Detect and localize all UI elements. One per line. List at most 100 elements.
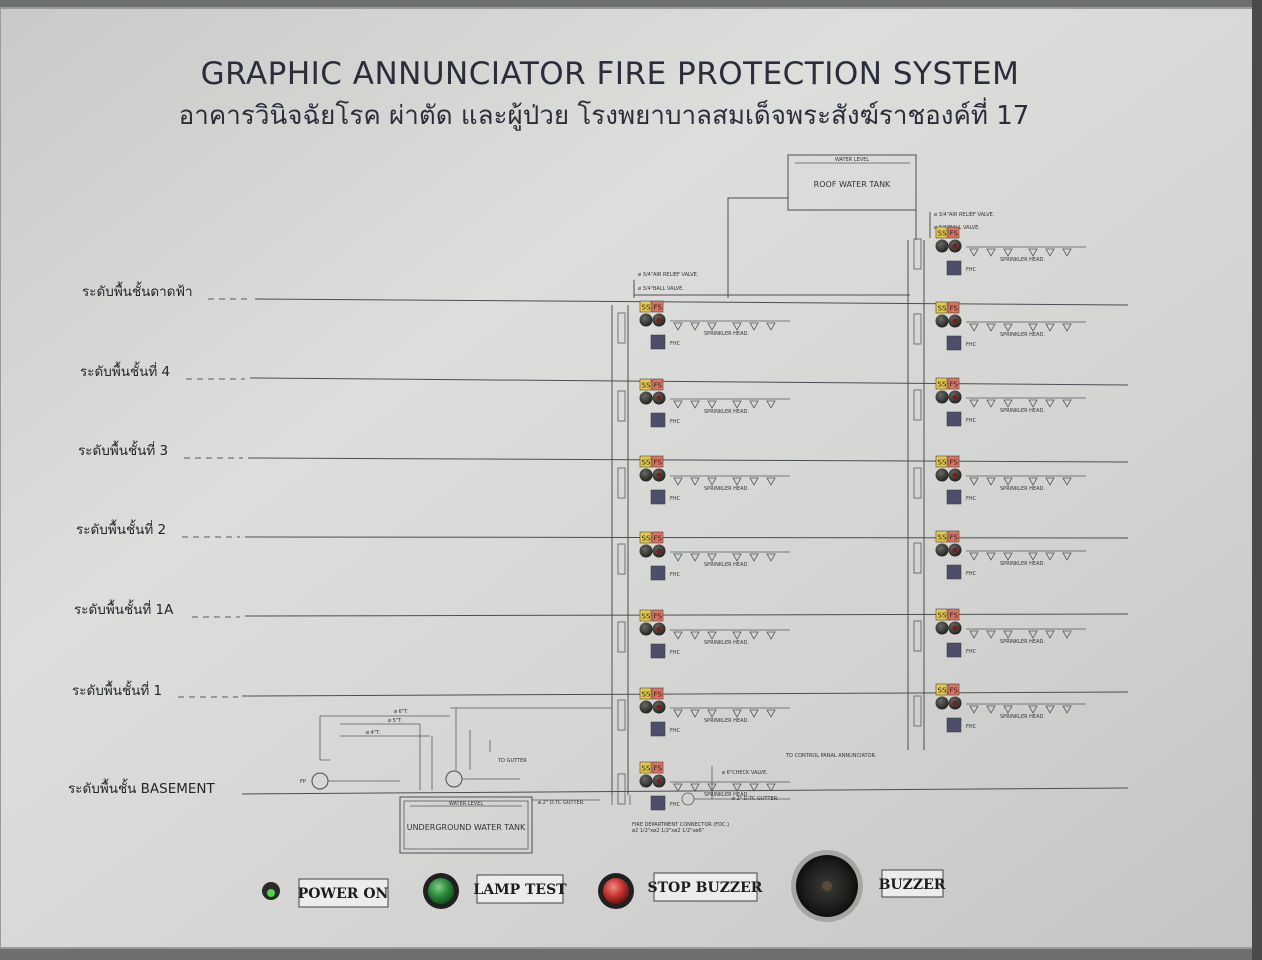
fs-lamp-center-icon xyxy=(952,547,958,553)
fs-lamp-center-icon xyxy=(656,704,662,710)
green-button-icon[interactable] xyxy=(428,878,454,904)
fp-label: FP xyxy=(300,779,306,785)
sprinkler-head-icon xyxy=(1003,552,1013,561)
fhc-label: FHC xyxy=(966,418,977,424)
sprinkler-head-icon xyxy=(707,631,717,640)
lamp-test-button[interactable]: LAMP TEST xyxy=(423,873,567,909)
stop-buzzer-button[interactable]: STOP BUZZER xyxy=(598,872,763,909)
ss-box xyxy=(639,687,652,700)
ss-box xyxy=(639,455,652,468)
sprinkler-head-icon xyxy=(690,631,700,640)
sprinkler-head-icon xyxy=(732,631,742,640)
fs-lamp-center-icon xyxy=(656,472,662,478)
fhc-icon xyxy=(946,564,962,580)
ss-box xyxy=(639,609,652,622)
sprinkler-label: SPRINKLER HEAD. xyxy=(1000,257,1045,263)
roof-tank-label: ROOF WATER TANK xyxy=(814,180,891,189)
fs-box xyxy=(651,687,664,700)
fs-label: FS xyxy=(654,459,663,467)
fs-lamp-center-icon xyxy=(952,625,958,631)
sprinkler-label: SPRINKLER HEAD. xyxy=(704,562,749,568)
fhc-icon xyxy=(946,335,962,351)
sprinkler-head-icon xyxy=(732,400,742,409)
sprinkler-head-icon xyxy=(969,630,979,639)
ss-lamp-icon xyxy=(639,313,653,327)
roof-water-tank: WATER LEVEL ROOF WATER TANK xyxy=(787,154,917,211)
fs-lamp-center-icon xyxy=(952,394,958,400)
fs-lamp-center-icon xyxy=(952,243,958,249)
fhc-icon xyxy=(946,411,962,427)
sprinkler-head-icon xyxy=(986,705,996,714)
sprinkler-head-icon xyxy=(732,553,742,562)
sprinkler-head-icon xyxy=(707,709,717,718)
fs-label: FS xyxy=(654,535,663,543)
sprinkler-head-icon xyxy=(732,783,742,792)
sprinkler-head-icon xyxy=(766,477,776,486)
fhc-label: FHC xyxy=(670,802,681,808)
sprinkler-head-icon xyxy=(749,400,759,409)
ss-label: SS xyxy=(642,691,651,699)
fs-box xyxy=(651,609,664,622)
ss-label: SS xyxy=(642,765,651,773)
ss-lamp-icon xyxy=(639,468,653,482)
floor-level-basement: ระดับพื้นชั้น BASEMENT xyxy=(68,778,1129,797)
sprinkler-head-icon xyxy=(749,477,759,486)
fs-box xyxy=(947,608,960,621)
ss-box xyxy=(639,378,652,391)
sprinkler-head-icon xyxy=(749,709,759,718)
fhc-label: FHC xyxy=(670,419,681,425)
sprinkler-head-icon xyxy=(690,400,700,409)
fs-box xyxy=(651,378,664,391)
ss-box xyxy=(639,300,652,313)
fs-box xyxy=(947,530,960,543)
fhc-label: FHC xyxy=(966,496,977,502)
sprinkler-head-icon xyxy=(673,783,683,792)
sprinkler-head-icon xyxy=(1045,705,1055,714)
fhc-label: FHC xyxy=(966,571,977,577)
sprinkler-label: SPRINKLER HEAD. xyxy=(1000,561,1045,567)
sprinkler-head-icon xyxy=(1062,477,1072,486)
sprinkler-head-icon xyxy=(1062,630,1072,639)
to-gutter-label: TO GUTTER xyxy=(497,758,527,764)
valve-tag xyxy=(617,699,626,731)
valve-tag xyxy=(617,467,626,499)
fs-lamp-center-icon xyxy=(656,778,662,784)
fs-lamp-center-icon xyxy=(656,548,662,554)
ss-label: SS xyxy=(938,381,947,389)
sprinkler-head-icon xyxy=(707,553,717,562)
sprinkler-head-icon xyxy=(1045,552,1055,561)
ss-box xyxy=(935,683,948,696)
sprinkler-head-icon xyxy=(1045,477,1055,486)
sprinkler-head-icon xyxy=(732,322,742,331)
page-subtitle: อาคารวินิจฉัยโรค ผ่าตัด และผู้ป่วย โรงพย… xyxy=(179,97,1030,131)
sprinkler-head-icon xyxy=(986,552,996,561)
sprinkler-head-icon xyxy=(1045,323,1055,332)
sprinkler-head-icon xyxy=(1062,552,1072,561)
sprinkler-head-icon xyxy=(1003,477,1013,486)
sprinkler-label: SPRINKLER HEAD. xyxy=(1000,332,1045,338)
fs-box xyxy=(947,226,960,239)
lamp-test-label: LAMP TEST xyxy=(473,882,567,898)
red-button-icon[interactable] xyxy=(603,878,629,904)
valve-tag xyxy=(617,312,626,344)
sprinkler-head-icon xyxy=(749,553,759,562)
sprinkler-head-icon xyxy=(1062,323,1072,332)
ss-lamp-icon xyxy=(639,391,653,405)
fdc-label: FIRE DEPARTMENT CONNECTOR (FDC.) xyxy=(632,822,729,828)
valve-tag xyxy=(913,313,922,345)
fhc-icon xyxy=(946,489,962,505)
roof-water-level-label: WATER LEVEL xyxy=(835,157,870,163)
sprinkler-label: SPRINKLER HEAD. xyxy=(1000,486,1045,492)
sprinkler-head-icon xyxy=(1003,248,1013,257)
sprinkler-head-icon xyxy=(673,631,683,640)
ss-lamp-icon xyxy=(935,621,949,635)
power-led-icon xyxy=(267,889,275,897)
underground-tank-label: UNDERGROUND WATER TANK xyxy=(407,823,526,832)
floor-label: ระดับพื้นชั้นดาดฟ้า xyxy=(82,281,193,300)
fs-lamp-center-icon xyxy=(656,317,662,323)
